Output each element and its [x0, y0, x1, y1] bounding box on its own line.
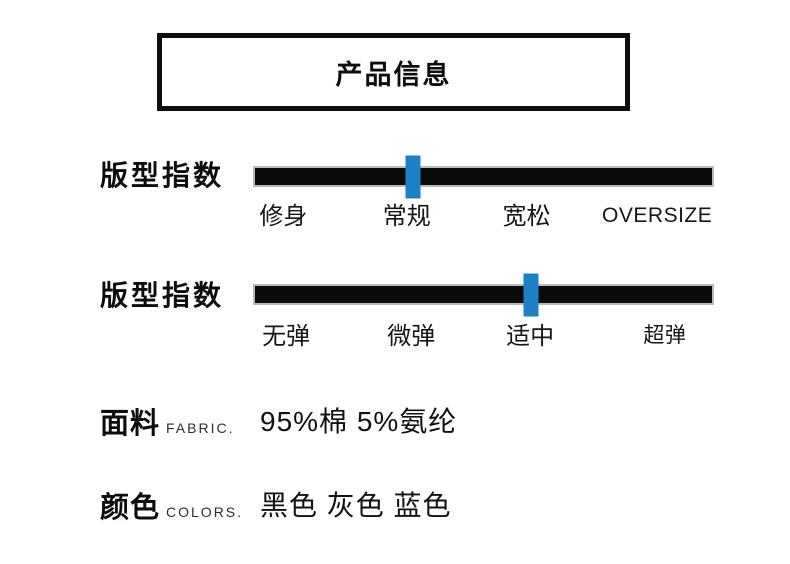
colors-label: 颜色 [100, 492, 161, 524]
stretch-index-options: 无弹 微弹 适中 超弹 [255, 323, 712, 359]
slider-option: 微弹 [387, 323, 436, 350]
fit-index-track [255, 155, 712, 198]
section-title: 产品信息 [335, 59, 452, 90]
colors-sublabel: COLORS. [166, 504, 244, 520]
stretch-index-label: 版型指数 [100, 280, 225, 311]
fabric-row: 面料 FABRIC. [100, 400, 234, 442]
slider-option: OVERSIZE [602, 204, 713, 227]
colors-row: 颜色 COLORS. [100, 484, 243, 526]
fit-index-label: 版型指数 [100, 160, 225, 191]
fabric-value: 95%棉 5%氨纶 [260, 406, 458, 437]
stretch-index-track [255, 273, 712, 316]
slider-option: 宽松 [502, 203, 551, 230]
section-title-box: 产品信息 [157, 33, 630, 111]
colors-value: 黑色 灰色 蓝色 [260, 490, 452, 521]
slider-option: 修身 [259, 203, 308, 230]
fit-index-options: 修身 常规 宽松 OVERSIZE [255, 203, 712, 239]
fabric-sublabel: FABRIC. [166, 420, 235, 436]
fabric-label: 面料 [100, 408, 161, 440]
slider-option: 超弹 [643, 324, 687, 347]
slider-marker [523, 273, 539, 316]
slider-option: 适中 [506, 323, 555, 350]
slider-option: 常规 [382, 203, 431, 230]
slider-option: 无弹 [262, 323, 311, 350]
slider-marker [405, 155, 421, 198]
